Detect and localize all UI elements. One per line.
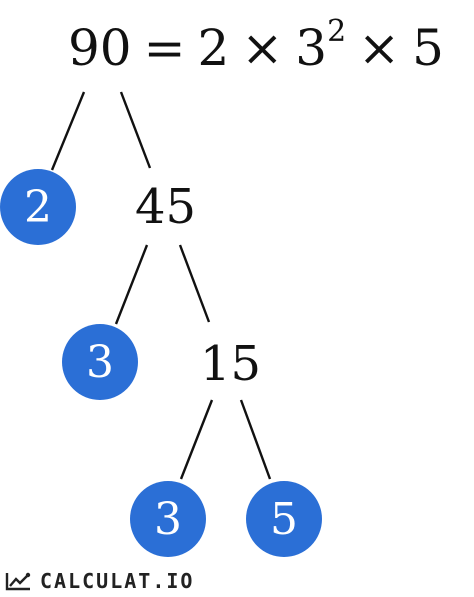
branch-90-to-45 (119, 91, 152, 169)
tree-node-15: 15 (200, 336, 262, 392)
branch-45-to-15 (178, 244, 211, 323)
prime-leaf-3: 3 (130, 481, 206, 557)
branch-45-to-3 (114, 244, 149, 325)
prime-leaf-5: 5 (246, 481, 322, 557)
factor-3-base: 3 (295, 19, 328, 77)
factor-3-exponent: 2 (327, 14, 347, 50)
calculator-logo-icon (5, 572, 31, 591)
equals-sign: = (143, 19, 186, 77)
factor-5: 5 (412, 19, 444, 77)
branch-15-to-3 (179, 399, 214, 480)
branch-90-to-2 (50, 91, 86, 171)
brand-name: CALCULAT.IO (40, 569, 195, 593)
times-sign: × (358, 19, 401, 77)
times-sign: × (241, 19, 284, 77)
factorization-equation: 90=2×32×5 (68, 17, 444, 78)
prime-leaf-2: 2 (0, 169, 76, 245)
prime-leaf-3: 3 (62, 324, 138, 400)
brand-watermark: CALCULAT.IO (4, 569, 194, 593)
branch-15-to-5 (239, 399, 272, 480)
factor-2: 2 (197, 19, 230, 77)
tree-node-45: 45 (135, 179, 197, 235)
equation-lhs: 90 (68, 19, 132, 77)
